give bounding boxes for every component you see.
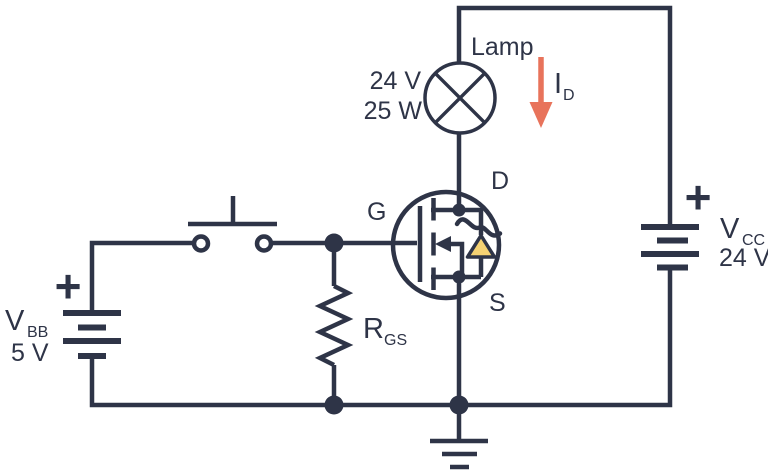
drain-current-arrow [529, 57, 553, 128]
mosfet-body-arrow [435, 236, 451, 252]
lamp-symbol [423, 61, 497, 135]
gate-label: G [367, 198, 386, 226]
junction-resistor-rail [324, 395, 344, 415]
vbb-subscript: BB [27, 324, 48, 341]
lamp-voltage-label: 24 V [370, 67, 422, 95]
body-diode-cathode-squiggle [454, 217, 503, 238]
drain-node-dot [452, 203, 466, 217]
battery-vbb [63, 310, 121, 359]
vcc-symbol: V [720, 213, 740, 245]
switch-terminal-right [254, 234, 274, 253]
current-subscript: D [563, 87, 575, 104]
lamp-label: Lamp [471, 33, 534, 61]
vcc-value: 24 V [719, 244, 768, 272]
resistor-subscript: GS [384, 332, 407, 349]
resistor-zigzag [314, 283, 354, 368]
lamp-power-label: 25 W [364, 97, 423, 125]
mosfet-body-to-source [448, 241, 465, 275]
vbb-plus-sign: + [55, 260, 82, 312]
wire-vbb-to-switch [89, 240, 194, 313]
vbb-symbol: V [5, 305, 25, 337]
source-label: S [489, 289, 506, 317]
source-node-dot [452, 270, 466, 284]
junction-gate-resistor [324, 233, 344, 253]
mosfet-symbol [390, 189, 503, 301]
ground-symbol [430, 405, 488, 470]
current-arrow-head [529, 102, 553, 128]
vbb-value: 5 V [11, 339, 49, 367]
battery-vcc [641, 224, 699, 271]
switch-terminal-left [191, 234, 211, 253]
pushbutton-switch [188, 196, 277, 253]
drain-label: D [491, 167, 509, 195]
current-symbol: I [554, 68, 562, 100]
lamp-cross [434, 72, 486, 124]
wire-top-loop [456, 5, 673, 227]
vcc-plus-sign: + [685, 171, 712, 223]
body-diode-triangle [465, 233, 497, 259]
vcc-subscript: CC [742, 232, 765, 249]
resistor-symbol: R [363, 313, 384, 345]
wire-bottom-rail [89, 267, 673, 408]
